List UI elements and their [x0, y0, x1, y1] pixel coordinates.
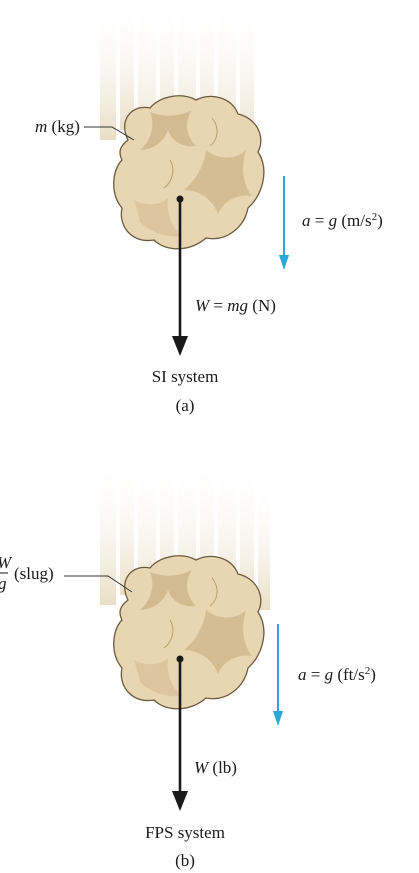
- panel-fps-system: W g (slug) a = g (ft/s2) W (lb) FPS syst…: [0, 420, 419, 873]
- system-caption-fps: FPS system: [125, 824, 245, 841]
- weight-label-fps: W (lb): [194, 759, 237, 776]
- acceleration-label-si: a = g (m/s2): [302, 212, 383, 229]
- weight-label-si: W = mg (N): [195, 297, 276, 314]
- mass-fraction-numerator: W: [0, 554, 11, 571]
- mass-label-si: m (kg): [35, 118, 80, 135]
- mass-label-fps: (slug): [14, 565, 54, 582]
- panel-tag-b: (b): [155, 852, 215, 869]
- panel-tag-a: (a): [155, 397, 215, 414]
- rock-diagram-si: [0, 0, 419, 420]
- acceleration-arrow-fps: [273, 624, 283, 726]
- panel-si-system: m (kg) a = g (m/s2) W = mg (N) SI system…: [0, 0, 419, 420]
- rock-body: [114, 556, 264, 709]
- system-caption-si: SI system: [135, 368, 235, 385]
- acceleration-label-fps: a = g (ft/s2): [298, 666, 376, 683]
- acceleration-arrow-si: [279, 176, 289, 270]
- mass-fraction-denominator: g: [0, 575, 7, 592]
- rock-diagram-fps: [0, 420, 419, 873]
- rock-body: [114, 96, 264, 249]
